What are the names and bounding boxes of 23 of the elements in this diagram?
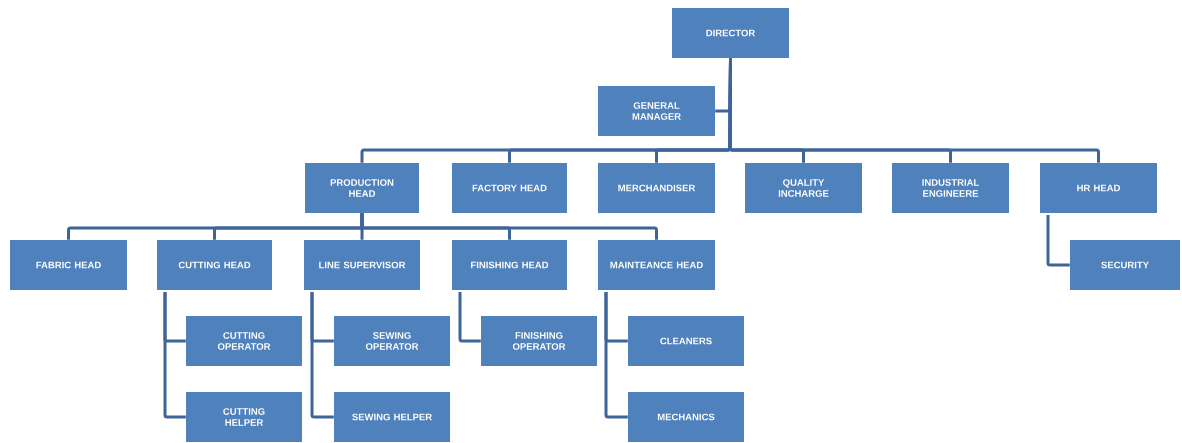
org-box: SECURITY [1070, 240, 1180, 290]
org-box: GENERAL MANAGER [598, 86, 715, 136]
org-box: MAINTEANCE HEAD [598, 240, 715, 290]
org-box: MERCHANDISER [598, 163, 715, 213]
connector-line [728, 58, 1100, 163]
org-box: FINISHING OPERATOR [481, 316, 597, 366]
org-box: LINE SUPERVISOR [304, 240, 420, 290]
org-box: SEWING OPERATOR [334, 316, 450, 366]
org-box: SEWING HELPER [334, 392, 450, 442]
org-box: FINISHING HEAD [452, 240, 567, 290]
org-box: FABRIC HEAD [10, 240, 127, 290]
org-box: CUTTING HELPER [186, 392, 302, 442]
org-box: CUTTING OPERATOR [186, 316, 302, 366]
org-box: FACTORY HEAD [452, 163, 567, 213]
org-box: DIRECTOR [672, 8, 789, 58]
org-box: CUTTING HEAD [157, 240, 272, 290]
org-box: HR HEAD [1040, 163, 1157, 213]
org-box: QUALITY INCHARGE [745, 163, 862, 213]
org-box: PRODUCTION HEAD [305, 163, 419, 213]
org-box: INDUSTRIAL ENGINEERE [892, 163, 1009, 213]
org-box: CLEANERS [628, 316, 744, 366]
connector-line [360, 213, 658, 240]
org-box: MECHANICS [628, 392, 744, 442]
